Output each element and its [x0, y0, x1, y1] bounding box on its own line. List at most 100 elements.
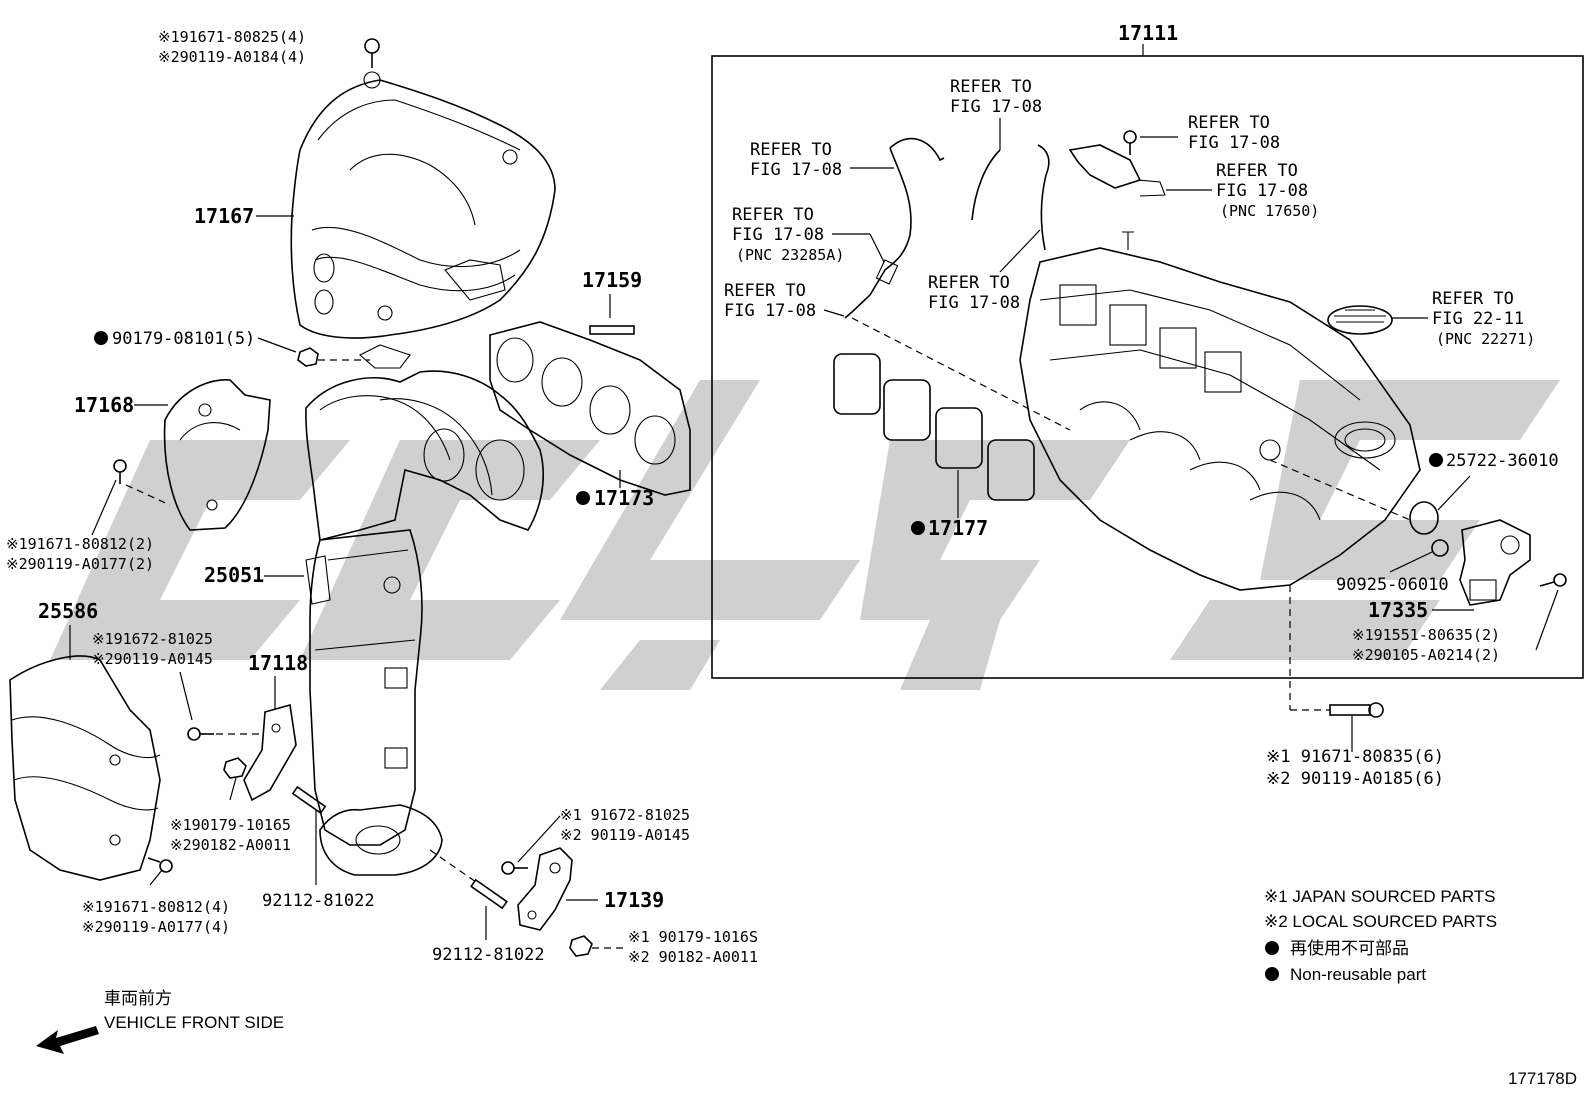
- part-label-25051: 25051: [204, 563, 264, 587]
- o-ring-90925: [1431, 539, 1449, 557]
- refer-label-5b: FIG 17-08: [928, 293, 1020, 313]
- part-label-90925: 90925-06010: [1336, 575, 1449, 595]
- part-label-17173: 17173: [594, 486, 654, 510]
- bolt-icon: [1123, 130, 1137, 155]
- fastener-left-1: ※191671-80812(2): [6, 535, 154, 553]
- refer-label-2c: (PNC 23285A): [736, 246, 844, 264]
- stud-icon: [291, 785, 327, 815]
- fastener-top-1: ※191671-80825(4): [158, 28, 306, 46]
- legend-nonreusable-en: Non-reusable part: [1290, 965, 1426, 984]
- bolt-icon: [1539, 573, 1567, 587]
- part-label-17159: 17159: [582, 268, 642, 292]
- part-label-25586: 25586: [38, 599, 98, 623]
- bracket-17139: [517, 847, 573, 931]
- exhaust-manifold: [305, 344, 545, 876]
- part-label-90179-08101: 90179-08101(5): [112, 329, 255, 349]
- bolt-icon: [187, 727, 214, 741]
- part-label-92112-b: 92112-81022: [432, 945, 545, 965]
- refer-label-2b: FIG 17-08: [732, 225, 824, 245]
- group-number: 17111: [1118, 21, 1178, 45]
- non-reusable-dot: [911, 521, 925, 535]
- part-label-92112-a: 92112-81022: [262, 891, 375, 911]
- direction-label-en: VEHICLE FRONT SIDE: [104, 1013, 284, 1032]
- refer-label-4b: FIG 17-08: [950, 97, 1042, 117]
- non-reusable-dot: [576, 491, 590, 505]
- fastener-f-2: ※290105-A0214(2): [1352, 646, 1500, 664]
- refer-label-6a: REFER TO: [1188, 113, 1270, 133]
- fastener-e-1: ※1 90179-1016S: [628, 928, 758, 946]
- fastener-top-2: ※290119-A0184(4): [158, 48, 306, 66]
- stud-icon: [589, 325, 635, 335]
- part-label-17335: 17335: [1368, 598, 1428, 622]
- legend-japan: ※1 JAPAN SOURCED PARTS: [1264, 887, 1496, 906]
- nut-icon: [569, 935, 593, 957]
- fastener-f-1: ※191551-80635(2): [1352, 626, 1500, 644]
- heat-shield-25586: [9, 655, 161, 881]
- nut-icon: [223, 757, 247, 779]
- bolt-icon: [113, 459, 127, 484]
- fastener-d-2: ※2 90119-A0145: [560, 826, 690, 844]
- fastener-bl-1: ※191671-80812(4): [82, 898, 230, 916]
- refer-label-2a: REFER TO: [732, 205, 814, 225]
- nut-icon: [297, 347, 319, 367]
- refer-label-4a: REFER TO: [950, 77, 1032, 97]
- refer-label-7c: (PNC 17650): [1220, 202, 1319, 220]
- bolt-icon: [501, 861, 528, 875]
- refer-label-8a: REFER TO: [1432, 289, 1514, 309]
- fastener-g-1: ※1 91671-80835(6): [1266, 747, 1444, 767]
- refer-label-3b: FIG 17-08: [724, 301, 816, 321]
- bolt-icon: [1329, 702, 1384, 718]
- part-label-25722: 25722-36010: [1446, 451, 1559, 471]
- stud-icon: [470, 878, 508, 910]
- bracket-17118: [243, 703, 297, 802]
- bolt-icon: [147, 857, 173, 873]
- fastener-c-2: ※290182-A0011: [170, 836, 291, 854]
- group-box: [711, 55, 1584, 679]
- fastener-b-2: ※290119-A0145: [92, 650, 213, 668]
- intake-manifold: [1019, 231, 1421, 591]
- part-label-17177: 17177: [928, 516, 988, 540]
- legend-dot-icon: [1265, 967, 1279, 981]
- fastener-c-1: ※190179-10165: [170, 816, 291, 834]
- fastener-d-1: ※1 91672-81025: [560, 806, 690, 824]
- fastener-g-2: ※2 90119-A0185(6): [1266, 769, 1444, 789]
- heat-insulator-17167: [290, 71, 556, 339]
- front-arrow-icon: [36, 1026, 99, 1054]
- fastener-left-2: ※290119-A0177(2): [6, 555, 154, 573]
- non-reusable-dot: [94, 331, 108, 345]
- refer-label-6b: FIG 17-08: [1188, 133, 1280, 153]
- refer-label-3a: REFER TO: [724, 281, 806, 301]
- refer-label-5a: REFER TO: [928, 273, 1010, 293]
- refer-label-7b: FIG 17-08: [1216, 181, 1308, 201]
- gaskets-17177: [833, 353, 1035, 501]
- figure-code: 177178D: [1508, 1069, 1577, 1088]
- refer-label-1a: REFER TO: [750, 140, 832, 160]
- legend-local: ※2 LOCAL SOURCED PARTS: [1264, 912, 1497, 931]
- screen-22271: [1327, 305, 1393, 335]
- o-ring-25722: [1409, 501, 1439, 535]
- legend-dot-icon: [1265, 941, 1279, 955]
- part-label-17168: 17168: [74, 393, 134, 417]
- gasket-25051: [305, 555, 331, 605]
- fastener-e-2: ※2 90182-A0011: [628, 948, 758, 966]
- watermark-logo: [50, 380, 1560, 690]
- direction-label-jp: 車両前方: [104, 989, 172, 1008]
- part-label-17118: 17118: [248, 651, 308, 675]
- bolt-icon: [364, 38, 380, 68]
- part-label-17167: 17167: [194, 204, 254, 228]
- hoses: [844, 137, 1166, 319]
- part-label-17139: 17139: [604, 888, 664, 912]
- gasket-17173: [489, 321, 691, 496]
- refer-label-8b: FIG 22-11: [1432, 309, 1524, 329]
- valve-17335: [1459, 519, 1531, 606]
- insulator-17168: [163, 379, 271, 531]
- non-reusable-dot: [1429, 453, 1443, 467]
- legend-nonreusable-jp: 再使用不可部品: [1290, 938, 1409, 958]
- fastener-bl-2: ※290119-A0177(4): [82, 918, 230, 936]
- fastener-b-1: ※191672-81025: [92, 630, 213, 648]
- refer-label-1b: FIG 17-08: [750, 160, 842, 180]
- refer-label-8c: (PNC 22271): [1436, 330, 1535, 348]
- refer-label-7a: REFER TO: [1216, 161, 1298, 181]
